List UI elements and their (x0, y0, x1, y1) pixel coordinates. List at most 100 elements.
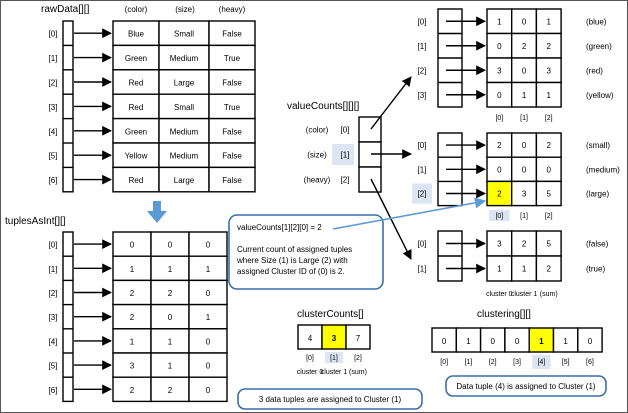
vc-color-cell (535, 81, 562, 108)
tuples-index-label: [1] (49, 265, 58, 274)
vc-color-cell-value: 2 (547, 42, 552, 51)
vc-attr-pointer-cell (358, 166, 382, 193)
cluster-counts-cells: 4[0]cluster 03[1]cluster 17[2](sum) (297, 324, 371, 376)
down-arrow (147, 201, 167, 223)
tuples-cell (150, 352, 190, 378)
vc-size-cell-value: 0 (497, 165, 502, 174)
raw-index-label: [5] (49, 152, 58, 161)
raw-cell (112, 142, 160, 169)
raw-cell-value: Medium (170, 127, 199, 136)
clustering-index-label: [1] (465, 359, 473, 366)
cluster-count-index-label: [0] (306, 355, 314, 362)
vc-color-cell (486, 8, 513, 35)
raw-cell-value: Green (125, 54, 147, 63)
vc-color-cell (535, 8, 562, 35)
vc-color-cell (511, 57, 538, 84)
vc-color-value-name: (blue) (586, 17, 607, 26)
vc-color-index-label: [3] (418, 91, 427, 100)
vc-size-cell (511, 180, 538, 207)
vc-color-cell-value: 3 (547, 66, 552, 75)
vc-size-cell (486, 156, 513, 183)
vc-color-cell (486, 81, 513, 108)
tuples-cell-value: 0 (206, 362, 211, 371)
raw-cell-value: Large (174, 176, 195, 185)
tuples-cell-value: 0 (206, 241, 211, 250)
clustering-index-highlight (532, 355, 551, 369)
cluster-count-name: cluster 0 (297, 369, 324, 376)
raw-cell (158, 166, 210, 193)
raw-cell-value: False (222, 152, 242, 161)
raw-index-label: [1] (49, 54, 58, 63)
tuples-cell (188, 352, 228, 378)
tuples-cell-value: 2 (130, 289, 135, 298)
raw-cell (208, 117, 256, 144)
raw-cell-value: Green (125, 127, 147, 136)
callout-pointer-arrow (332, 197, 487, 230)
vc-color-cell-value: 1 (547, 17, 552, 26)
tuples-cell-value: 0 (206, 386, 211, 395)
vc-heavy-col-label: cluster 1 (511, 291, 538, 298)
tuples-cell (188, 303, 228, 330)
cluster-count-index-label: [2] (354, 355, 362, 362)
clustering-callout-text: Data tuple (4) is assigned to Cluster (1… (456, 382, 596, 391)
vc-color-cell-value: 0 (522, 66, 527, 75)
vc-attr-index: [0] (341, 126, 350, 135)
raw-cell (208, 166, 256, 193)
tuples-cell (112, 376, 152, 403)
raw-header-color: (color) (125, 5, 148, 14)
clustering-value: 0 (588, 337, 593, 346)
value-counts-section: valueCounts[][][] (color)[0](size)[1](he… (287, 8, 620, 298)
tuples-cell-value: 1 (168, 362, 173, 371)
vc-size-value-name: (medium) (586, 165, 620, 174)
raw-index-label: [0] (49, 30, 58, 39)
tuples-index-label: [5] (49, 362, 58, 371)
tuples-cell-value: 2 (168, 386, 173, 395)
tuples-index-label: [4] (49, 337, 58, 346)
tuples-cell-value: 2 (168, 289, 173, 298)
tuples-cell (150, 376, 190, 403)
cluster-counts-callout-text: 3 data tuples are assigned to Cluster (1… (259, 395, 402, 404)
cluster-count-value: 4 (308, 334, 313, 343)
raw-cell-value: Small (174, 103, 194, 112)
clustering-value: 0 (491, 337, 496, 346)
vc-color-cell-value: 1 (547, 91, 552, 100)
vc-size-index-label: [0] (418, 141, 427, 150)
tuples-cell-value: 2 (130, 313, 135, 322)
tuples-cell-value: 1 (206, 313, 211, 322)
raw-index-label: [6] (49, 176, 58, 185)
raw-header-size: (size) (175, 5, 195, 14)
vc-color-cell-value: 1 (522, 91, 527, 100)
vc-size-cell-value: 3 (522, 190, 527, 199)
vc-size-value-name: (small) (586, 141, 610, 150)
vc-attr-label: (heavy) (304, 176, 331, 185)
raw-cell-value: False (222, 176, 242, 185)
vc-heavy-cell (535, 255, 562, 282)
vc-attr-label: (color) (306, 126, 329, 135)
vc-size-cell-value: 0 (522, 141, 527, 150)
value-counts-callout-line-3: assigned Cluster ID of (0) is 2. (237, 267, 345, 276)
cluster-counts-title: clusterCounts[] (297, 309, 364, 320)
cluster-count-index-label: [1] (330, 355, 338, 362)
vc-color-index-label: [1] (418, 42, 427, 51)
raw-cell (208, 93, 256, 120)
vc-size-cell-value: 2 (547, 141, 552, 150)
tuples-index-label: [3] (49, 313, 58, 322)
raw-data-title: rawData[][] (41, 4, 90, 15)
vc-color-index-label: [0] (418, 17, 427, 26)
raw-cell-value: Red (129, 79, 144, 88)
tuples-cell-value: 0 (168, 241, 173, 250)
vc-size-col-label: [1] (520, 213, 528, 220)
clustering-callout-box (445, 375, 607, 397)
value-counts-attribute-column: (color)[0](size)[1](heavy)[2] (304, 76, 412, 260)
tuples-index-label: [2] (49, 289, 58, 298)
value-counts-callout-box (228, 214, 384, 290)
raw-cell-value: False (222, 30, 242, 39)
value-counts-title: valueCounts[][][] (287, 101, 359, 112)
cluster-count-name: cluster 1 (321, 369, 348, 376)
raw-cell-value: True (224, 54, 241, 63)
